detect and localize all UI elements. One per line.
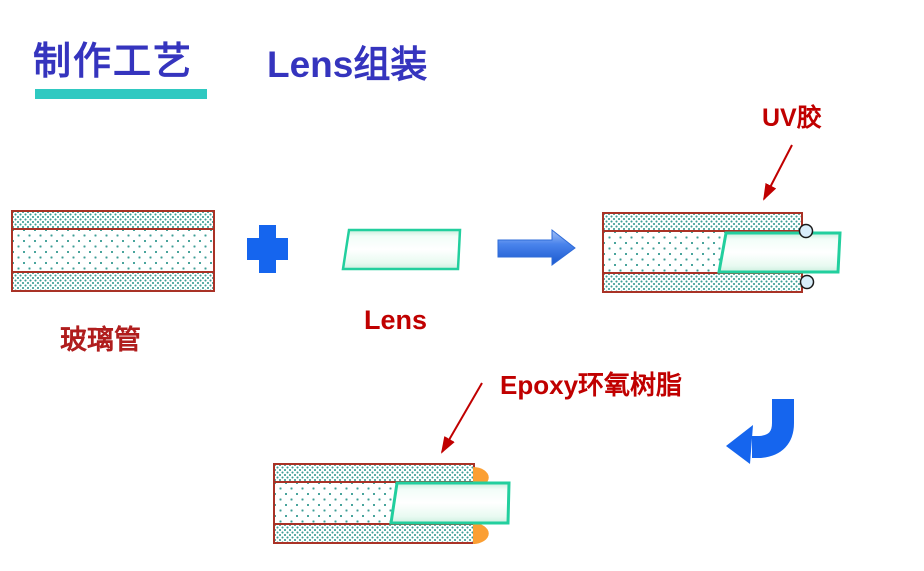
- epoxy-pointer-arrow-icon: [440, 382, 483, 454]
- curved-arrow-icon: [726, 399, 794, 464]
- tube-wall-top: [604, 214, 801, 230]
- lens-label: Lens: [364, 305, 428, 335]
- tube-wall-bottom: [604, 274, 801, 291]
- tube-wall-bottom: [13, 273, 213, 290]
- uv-glue-dot-bottom: [799, 274, 815, 290]
- epoxy-label: Epoxy环氧树脂: [500, 370, 683, 400]
- slide-subtitle: Lens组装: [267, 44, 428, 85]
- page-title: 制作工艺: [33, 41, 194, 83]
- epoxy-blob-bottom: [473, 523, 489, 544]
- epoxied-lens-shape: [389, 481, 511, 525]
- tube-wall-top: [13, 212, 213, 228]
- tube-wall-bottom: [275, 525, 473, 542]
- arrow-right-icon: [497, 228, 576, 266]
- uv-glue-dot-top: [798, 223, 814, 239]
- lens-shape: [341, 228, 462, 271]
- tube-bore: [13, 228, 213, 273]
- title-underline: [35, 89, 207, 99]
- plus-icon: [247, 225, 288, 273]
- tube-wall-top: [275, 465, 473, 481]
- assembled-lens-shape: [717, 231, 842, 274]
- glass-tube-label: 玻璃管: [60, 325, 141, 355]
- uv-pointer-arrow-icon: [763, 144, 793, 201]
- glass-tube: [11, 210, 215, 292]
- uv-glue-label: UV胶: [762, 104, 822, 132]
